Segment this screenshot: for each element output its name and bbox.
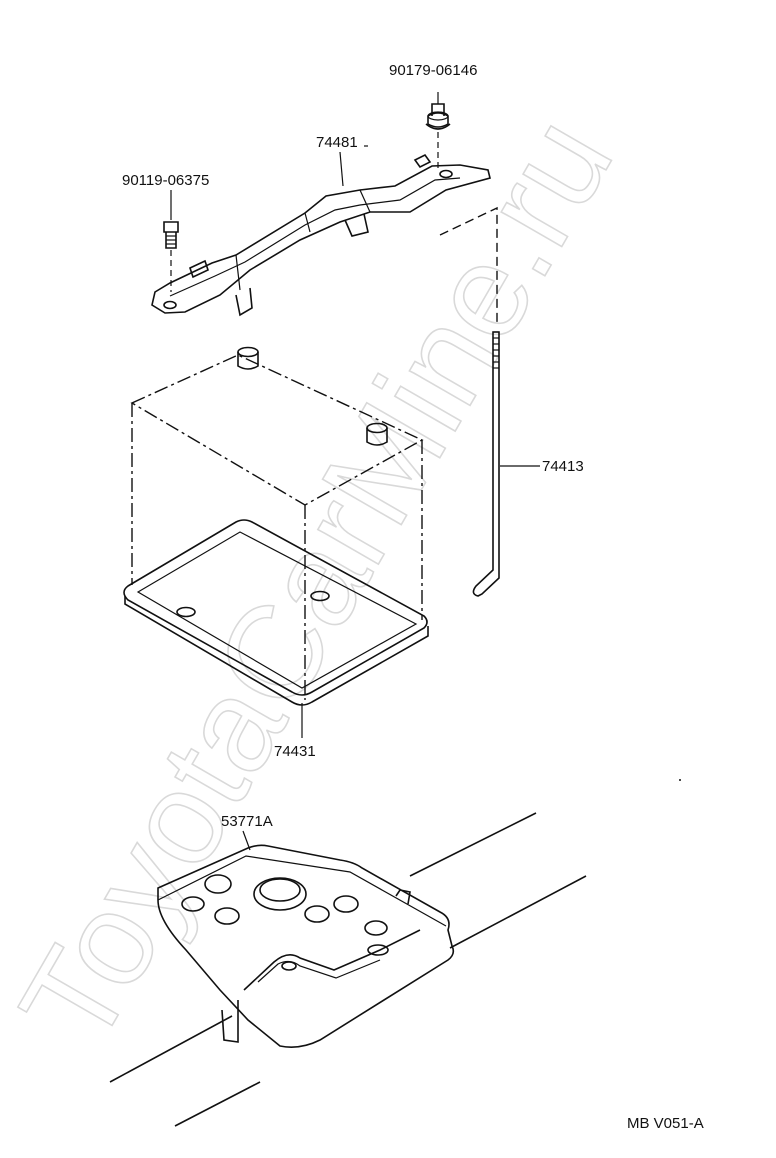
nut-label: 90179-06146 (389, 62, 477, 79)
stray-mark (679, 779, 681, 781)
vehicle-frame-rails (109, 812, 587, 1127)
battery-phantom (130, 346, 424, 700)
carrier-part[interactable] (157, 844, 455, 1048)
rod-label: 74413 (542, 458, 584, 475)
diagram-code: MB V051-A (627, 1115, 704, 1132)
clamp-part[interactable] (151, 153, 491, 317)
tray-label: 74431 (274, 743, 316, 760)
bolt-label: 90119-06375 (122, 172, 209, 189)
carrier-label: 53771A (221, 813, 273, 830)
carrier-leader (242, 830, 251, 851)
bolt-part[interactable] (163, 221, 179, 292)
rod-guide-line (439, 206, 498, 326)
clamp-label: 74481 (316, 134, 358, 151)
watermark: ToyotaCarMine.ru (0, 93, 640, 1069)
nut-part[interactable] (425, 92, 451, 168)
clamp-leader (339, 151, 344, 187)
hold-down-rod-part[interactable] (472, 331, 500, 597)
